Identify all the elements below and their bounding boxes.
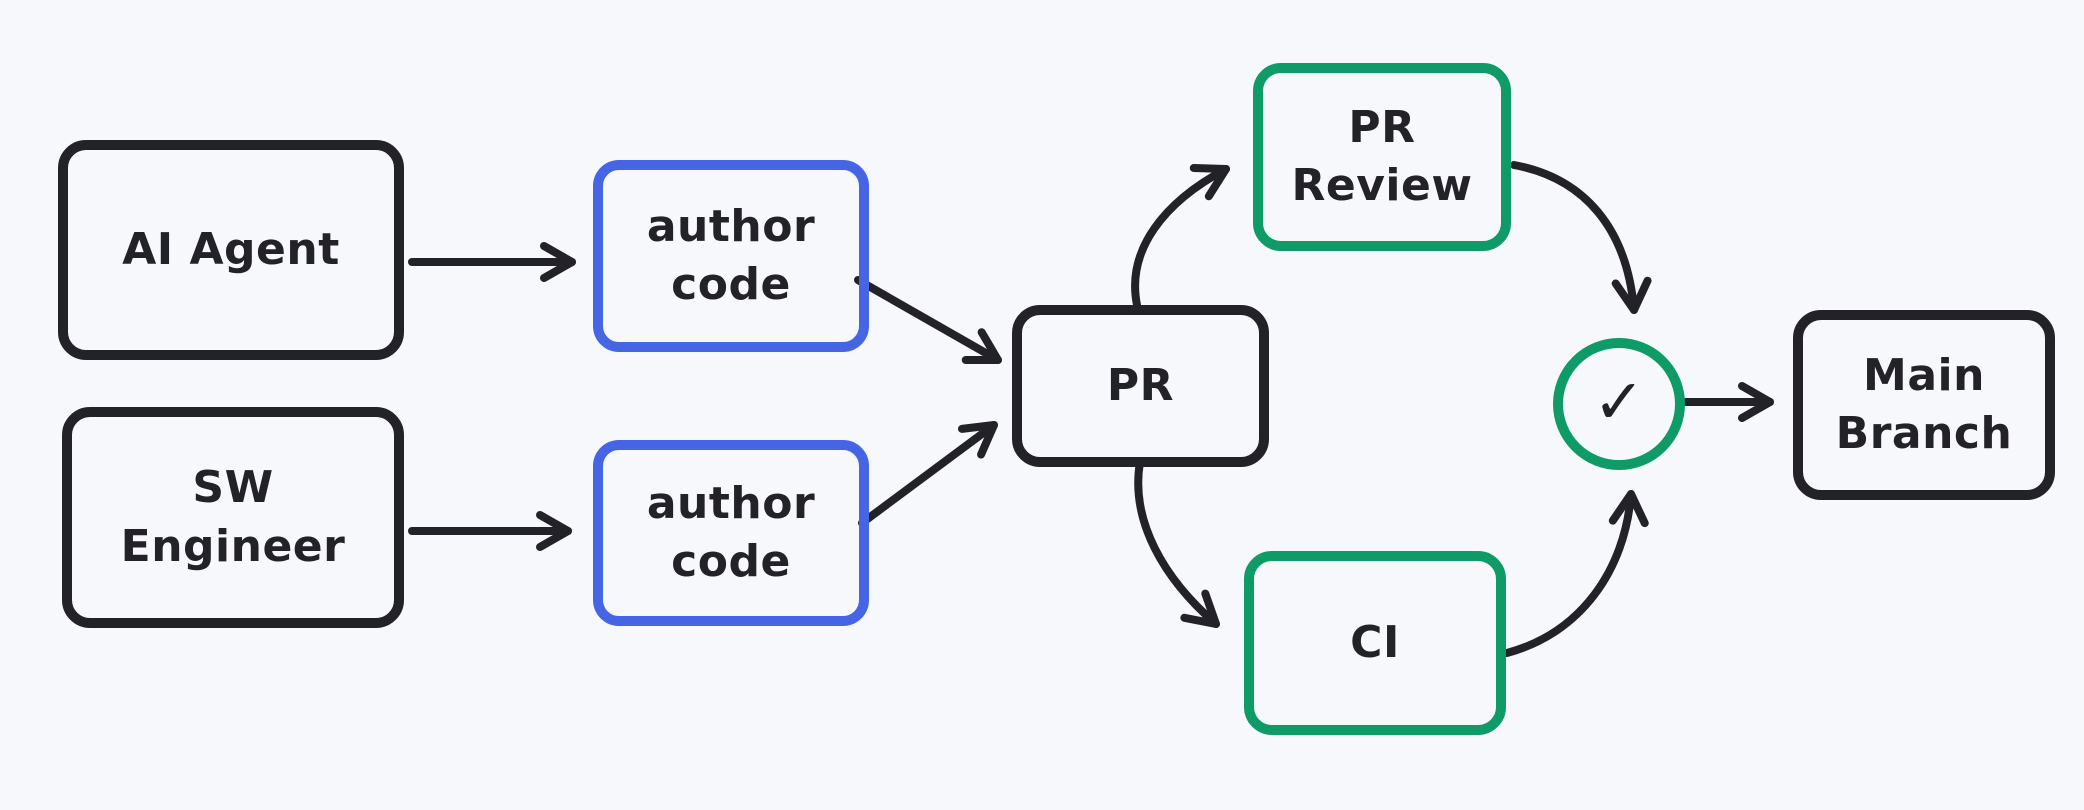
- node-ai-agent: AI Agent: [58, 140, 404, 360]
- node-ai-agent-label: AI Agent: [122, 223, 340, 275]
- node-main-branch: Main Branch: [1793, 310, 2055, 500]
- node-author-code-engineer: author code: [593, 440, 869, 626]
- node-pr-label: PR: [1106, 359, 1175, 411]
- node-pr-review-label: PR Review: [1291, 101, 1473, 211]
- approved-check-circle: ✓: [1553, 338, 1685, 470]
- node-author-code-agent-label: author code: [646, 200, 816, 310]
- arrow-author-code-top-to-pr: [854, 276, 1002, 364]
- node-main-branch-label: Main Branch: [1835, 349, 2013, 459]
- arrow-pr-review-to-check: [1510, 161, 1652, 314]
- node-pr: PR: [1012, 305, 1269, 467]
- node-ci-label: CI: [1350, 616, 1400, 668]
- node-sw-engineer-label: SW Engineer: [120, 462, 346, 572]
- node-author-code-engineer-label: author code: [646, 477, 816, 587]
- check-icon: ✓: [1593, 365, 1645, 438]
- arrow-author-code-bottom-to-pr: [858, 421, 998, 527]
- node-ci: CI: [1244, 551, 1506, 735]
- arrow-pr-to-ci: [1134, 458, 1220, 628]
- arrow-pr-to-pr-review: [1131, 164, 1230, 309]
- node-sw-engineer: SW Engineer: [62, 407, 404, 628]
- arrow-ci-to-check: [1503, 489, 1649, 657]
- node-pr-review: PR Review: [1253, 63, 1511, 251]
- node-author-code-agent: author code: [593, 160, 869, 352]
